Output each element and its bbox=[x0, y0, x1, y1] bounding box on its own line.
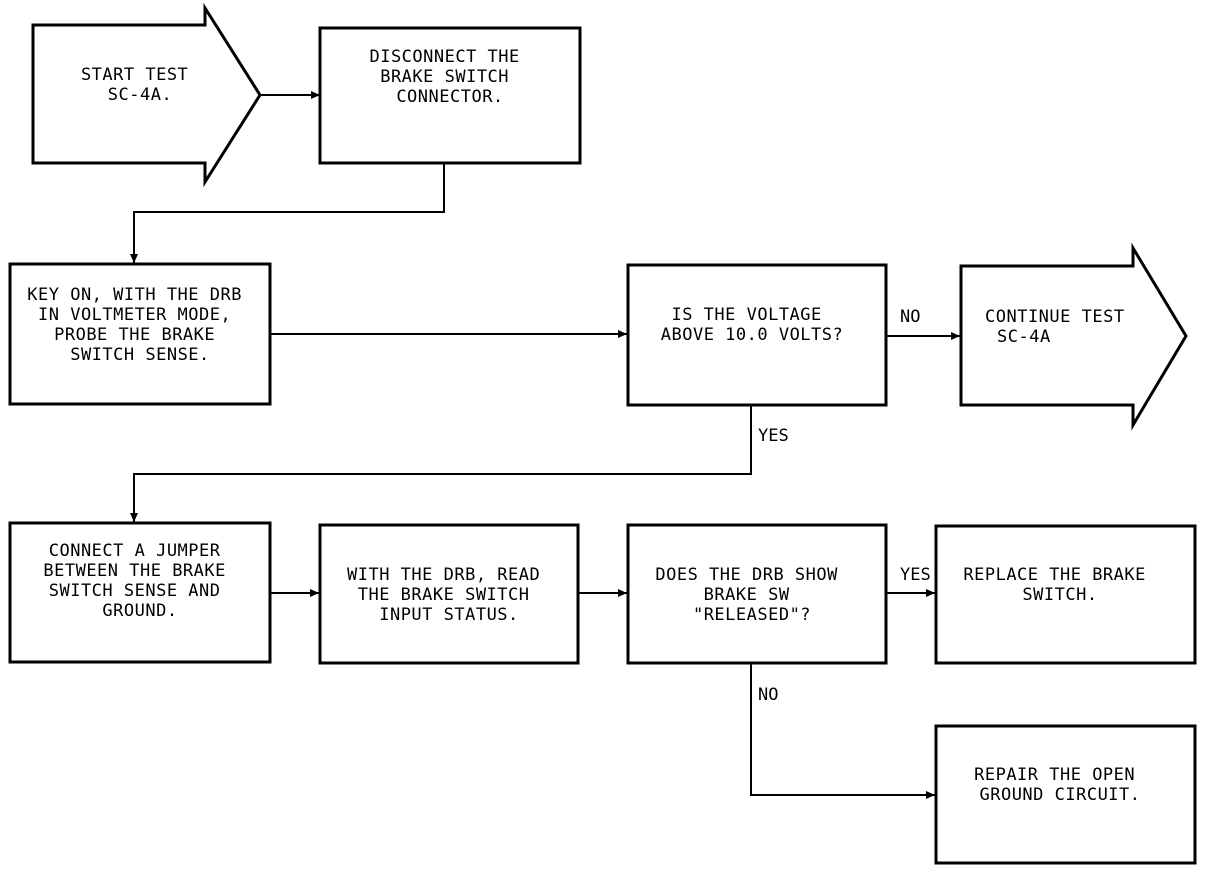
start-node: START TEST SC-4A. bbox=[31, 2, 262, 188]
disconnect-text: DISCONNECT THE BRAKE SWITCH CONNECTOR. bbox=[369, 47, 530, 107]
repair-text: REPAIR THE OPEN GROUND CIRCUIT. bbox=[974, 765, 1146, 805]
key-on-node: KEY ON, WITH THE DRB IN VOLTMETER MODE, … bbox=[8, 262, 272, 406]
branch-label-yes-2: YES bbox=[900, 565, 931, 585]
repair-line-1: REPAIR THE OPEN bbox=[974, 765, 1135, 785]
read-status-node: WITH THE DRB, READ THE BRAKE SWITCH INPU… bbox=[318, 523, 580, 665]
key-on-line-2: IN VOLTMETER MODE, bbox=[38, 305, 231, 325]
key-on-line-4: SWITCH SENSE. bbox=[70, 345, 210, 365]
key-on-line-3: PROBE THE BRAKE bbox=[54, 325, 215, 345]
disconnect-node: DISCONNECT THE BRAKE SWITCH CONNECTOR. bbox=[318, 26, 582, 165]
read-status-line-2: THE BRAKE SWITCH bbox=[358, 585, 530, 605]
replace-node: REPLACE THE BRAKE SWITCH. bbox=[934, 524, 1197, 665]
start-line-1: START TEST bbox=[81, 65, 188, 85]
connect-jumper-line-2: BETWEEN THE BRAKE bbox=[43, 561, 226, 581]
released-check-line-2: BRAKE SW bbox=[704, 585, 790, 605]
released-check-node: DOES THE DRB SHOW BRAKE SW "RELEASED"? bbox=[626, 523, 888, 665]
continue-node: CONTINUE TEST SC-4A bbox=[959, 242, 1188, 431]
read-status-line-3: INPUT STATUS. bbox=[379, 605, 519, 625]
continue-line-1: CONTINUE TEST bbox=[985, 307, 1125, 327]
connect-jumper-node: CONNECT A JUMPER BETWEEN THE BRAKE SWITC… bbox=[8, 521, 272, 664]
connect-jumper-text: CONNECT A JUMPER BETWEEN THE BRAKE SWITC… bbox=[43, 541, 236, 621]
connector-voltage-yes bbox=[130, 405, 752, 522]
start-line-2: SC-4A. bbox=[108, 85, 172, 105]
key-on-line-1: KEY ON, WITH THE DRB bbox=[27, 285, 242, 305]
disconnect-line-3: CONNECTOR. bbox=[396, 87, 503, 107]
branch-label-yes-1: YES bbox=[758, 426, 789, 446]
branch-label-no-2: NO bbox=[758, 685, 778, 705]
replace-line-1: REPLACE THE BRAKE bbox=[963, 565, 1146, 585]
repair-node: REPAIR THE OPEN GROUND CIRCUIT. bbox=[934, 724, 1197, 865]
replace-line-2: SWITCH. bbox=[1022, 585, 1097, 605]
branch-label-no-1: NO bbox=[900, 307, 920, 327]
read-status-line-1: WITH THE DRB, READ bbox=[347, 565, 540, 585]
voltage-check-line-2: ABOVE 10.0 VOLTS? bbox=[661, 325, 844, 345]
connect-jumper-line-1: CONNECT A JUMPER bbox=[49, 541, 221, 561]
released-check-line-3: "RELEASED"? bbox=[693, 605, 811, 625]
disconnect-line-2: BRAKE SWITCH bbox=[380, 67, 509, 87]
read-status-text: WITH THE DRB, READ THE BRAKE SWITCH INPU… bbox=[347, 565, 551, 625]
voltage-check-node: IS THE VOLTAGE ABOVE 10.0 VOLTS? bbox=[626, 263, 888, 407]
start-text: START TEST SC-4A. bbox=[81, 65, 199, 105]
key-on-text: KEY ON, WITH THE DRB IN VOLTMETER MODE, … bbox=[27, 285, 252, 365]
repair-line-2: GROUND CIRCUIT. bbox=[979, 785, 1140, 805]
voltage-check-line-1: IS THE VOLTAGE bbox=[671, 305, 821, 325]
connector-released-no bbox=[750, 663, 935, 799]
connect-jumper-line-3: SWITCH SENSE AND bbox=[49, 581, 221, 601]
voltage-check-text: IS THE VOLTAGE ABOVE 10.0 VOLTS? bbox=[661, 305, 844, 345]
continue-text: CONTINUE TEST SC-4A bbox=[985, 307, 1135, 347]
connectors bbox=[130, 91, 960, 799]
connector-disconnect-to-key-on bbox=[130, 163, 445, 263]
replace-text: REPLACE THE BRAKE SWITCH. bbox=[963, 565, 1156, 605]
disconnect-line-1: DISCONNECT THE bbox=[369, 47, 519, 67]
continue-line-2: SC-4A bbox=[997, 327, 1051, 347]
connect-jumper-line-4: GROUND. bbox=[102, 601, 177, 621]
released-check-text: DOES THE DRB SHOW BRAKE SW "RELEASED"? bbox=[655, 565, 848, 625]
released-check-line-1: DOES THE DRB SHOW bbox=[655, 565, 838, 585]
